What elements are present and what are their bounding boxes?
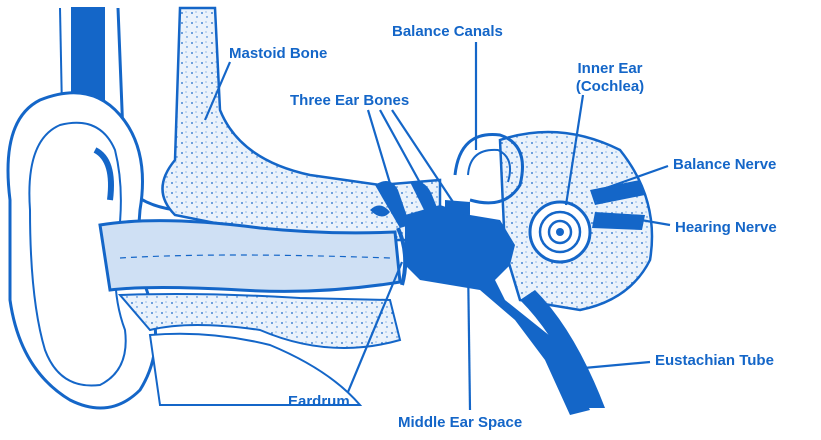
label-hearing-nerve: Hearing Nerve bbox=[675, 219, 777, 237]
ossicle-stapes bbox=[445, 200, 470, 215]
label-balance-nerve: Balance Nerve bbox=[673, 156, 776, 174]
label-three-ear-bones: Three Ear Bones bbox=[290, 92, 409, 110]
leader-three-bones-a bbox=[368, 110, 392, 190]
label-eardrum: Eardrum bbox=[288, 393, 350, 411]
cochlea-core bbox=[556, 228, 564, 236]
label-inner-ear-line2: (Cochlea) bbox=[560, 78, 660, 96]
hearing-nerve-shape bbox=[592, 212, 645, 230]
label-inner-ear: Inner Ear (Cochlea) bbox=[560, 60, 660, 96]
label-mastoid-bone: Mastoid Bone bbox=[229, 45, 327, 63]
label-eustachian-tube: Eustachian Tube bbox=[655, 352, 774, 370]
label-inner-ear-line1: Inner Ear bbox=[560, 60, 660, 78]
label-middle-ear-space: Middle Ear Space bbox=[398, 414, 522, 432]
label-balance-canals: Balance Canals bbox=[392, 23, 503, 41]
